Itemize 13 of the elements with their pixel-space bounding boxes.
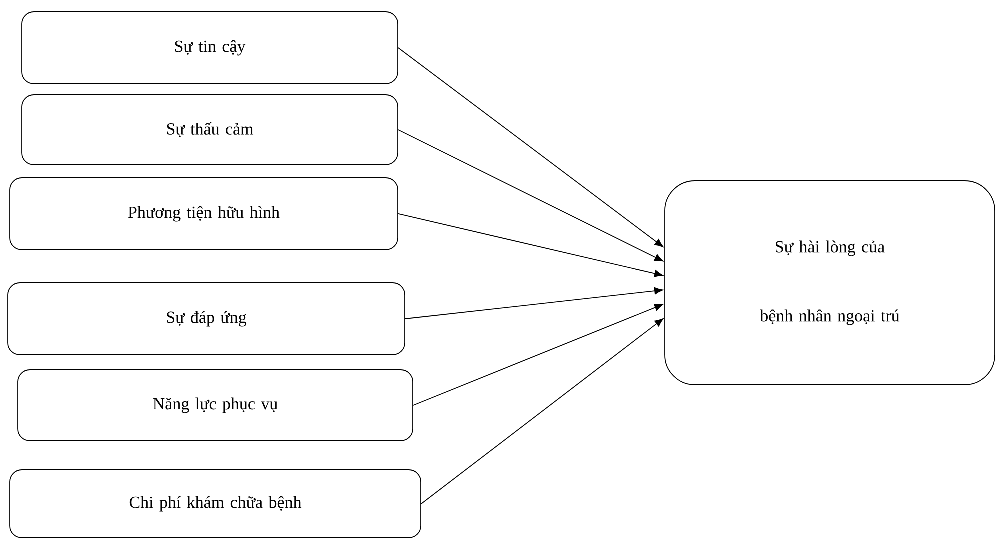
factor-box: Năng lực phục vụ <box>18 370 414 442</box>
arrow <box>421 318 664 504</box>
arrow <box>405 287 664 320</box>
arrow <box>413 304 664 406</box>
outcome-box: Sự hài lòng của bệnh nhân ngoại trú <box>664 180 996 386</box>
factor-box: Sự tin cậy <box>22 12 398 84</box>
factor-box: Chi phí khám chữa bệnh <box>10 470 422 538</box>
arrow <box>398 130 664 262</box>
factor-box: Sự đáp ứng <box>8 282 406 356</box>
factor-box: Sự thấu cảm <box>22 94 398 166</box>
factor-box: Phương tiện hữu hình <box>10 178 398 250</box>
arrow <box>398 214 664 278</box>
arrow <box>398 48 664 248</box>
